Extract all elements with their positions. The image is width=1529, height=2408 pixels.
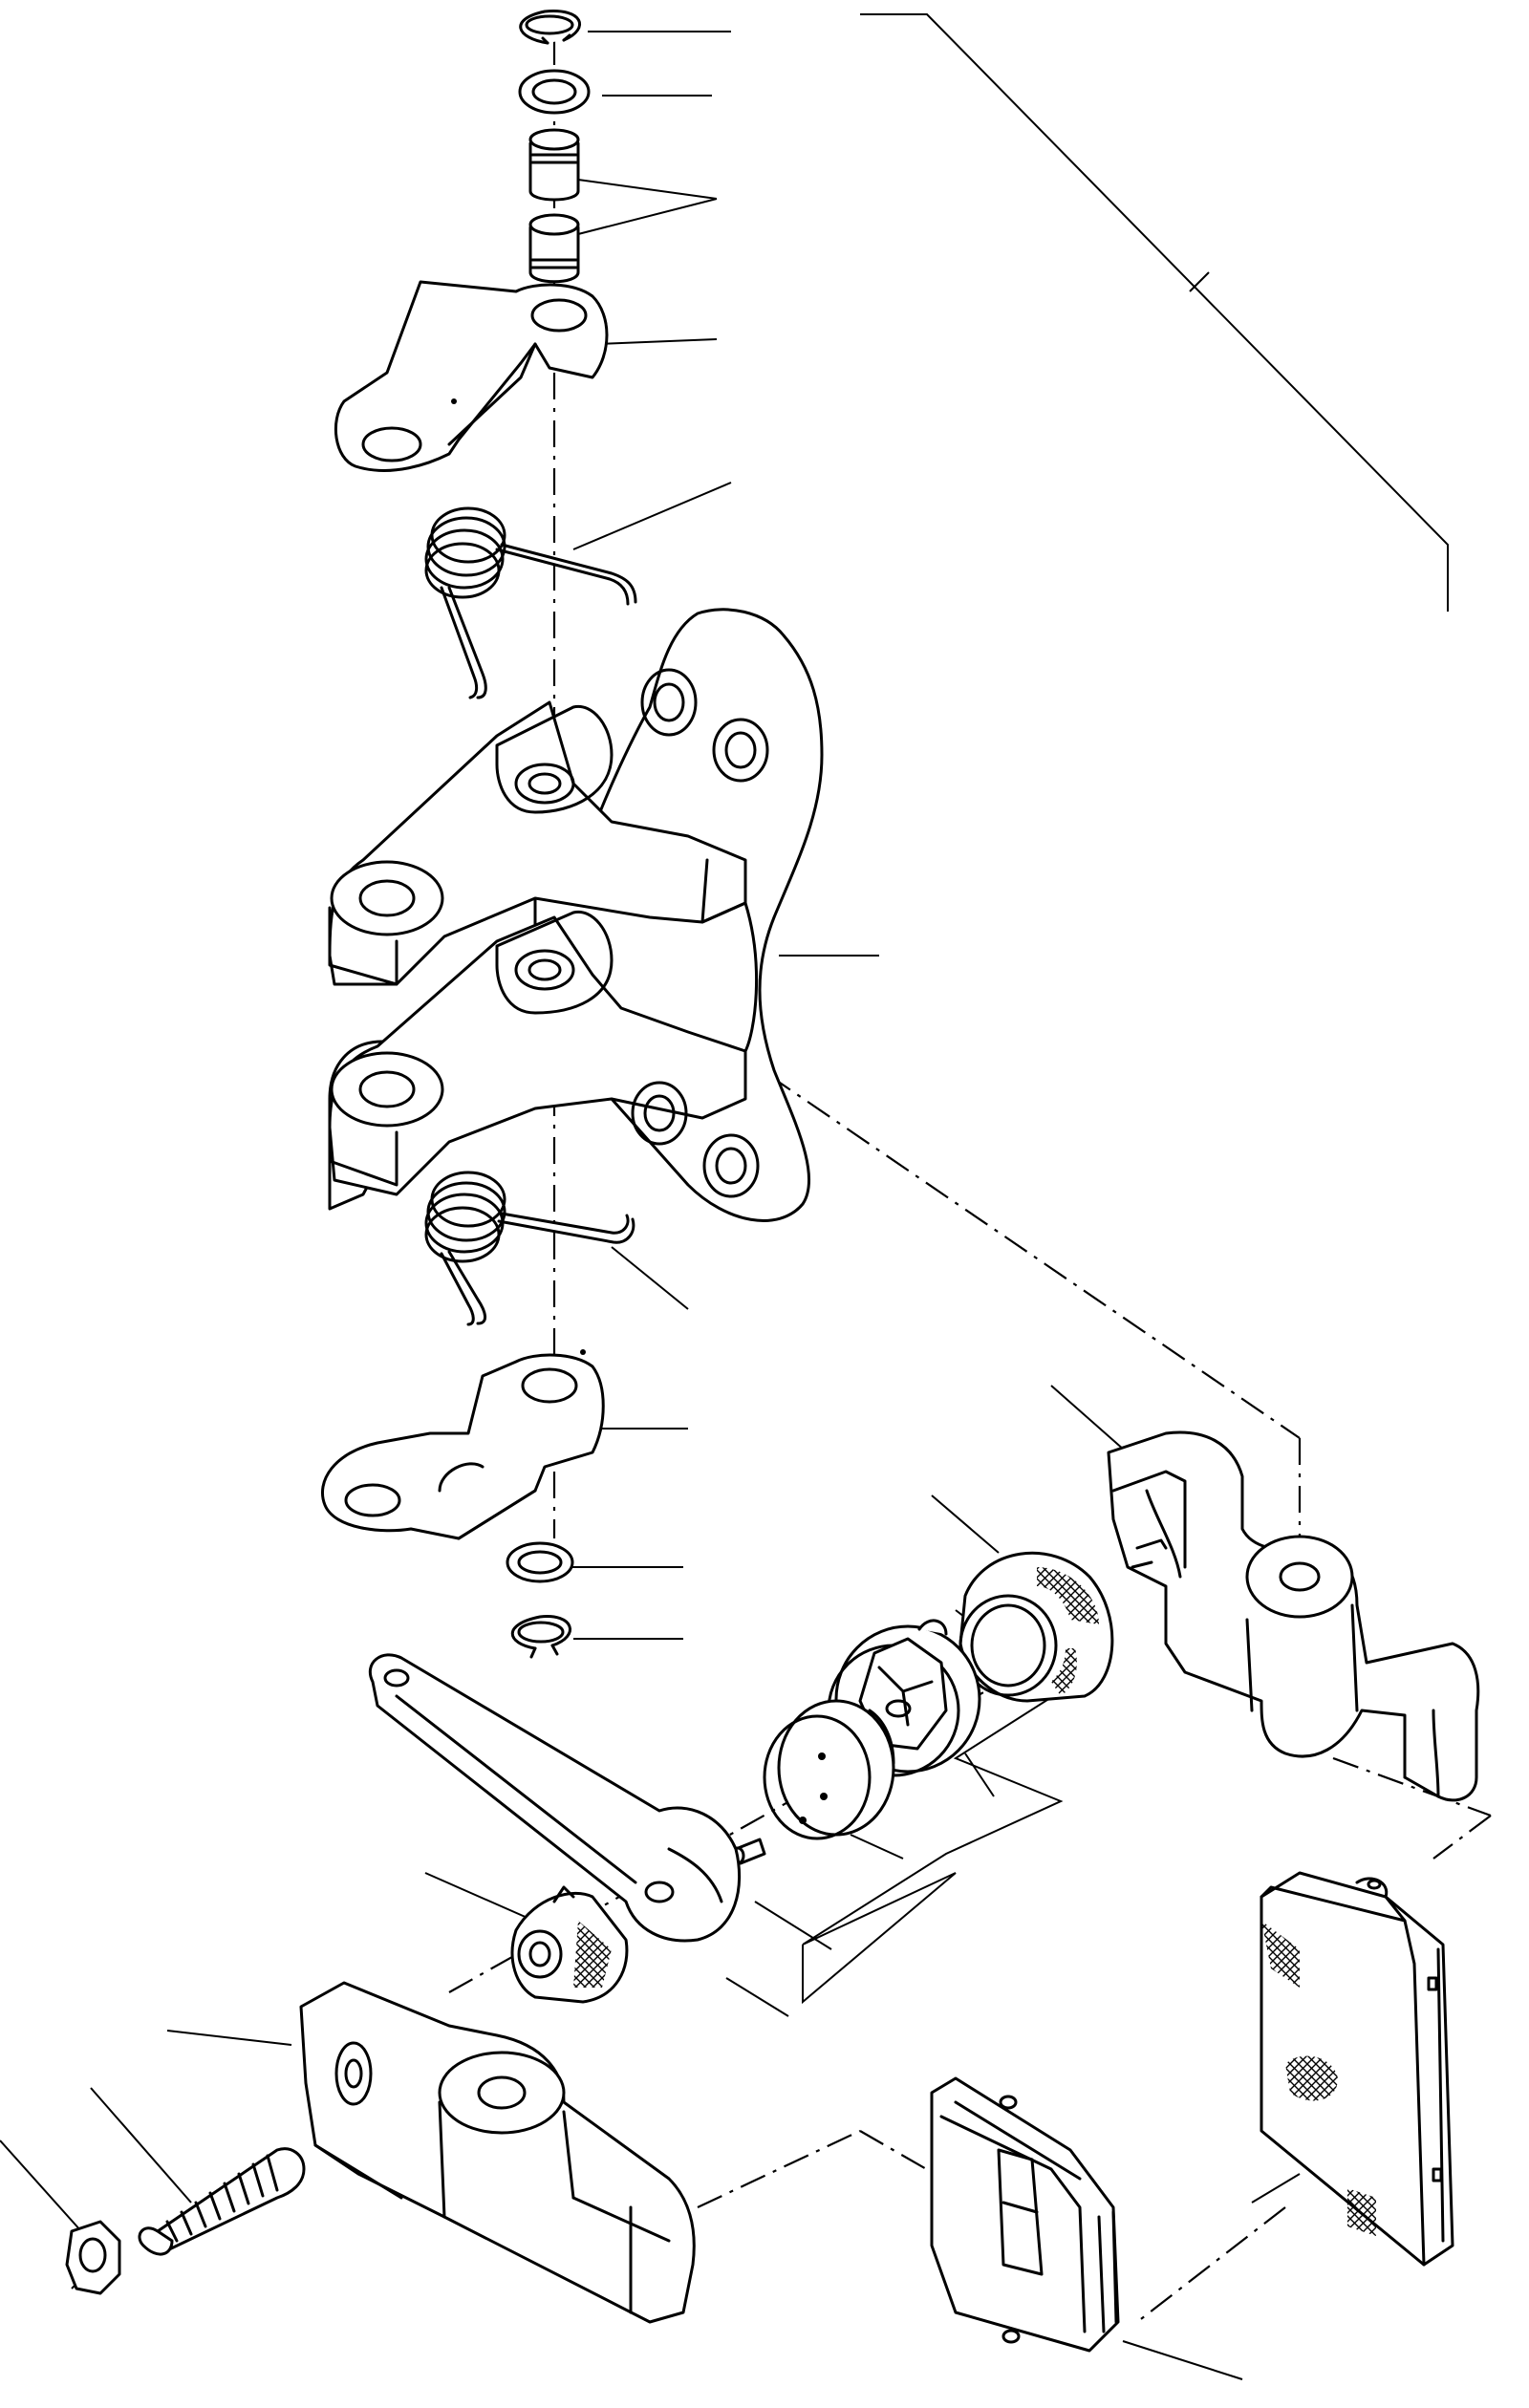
upper-torsion-spring xyxy=(424,506,637,699)
circlip-top xyxy=(519,10,582,45)
piston-plate xyxy=(763,1699,895,1840)
washer-bottom xyxy=(506,1541,574,1583)
circlip-bottom xyxy=(510,1615,571,1659)
lower-mount-plate xyxy=(320,1349,605,1540)
lock-nut xyxy=(65,2220,121,2295)
lower-torsion-spring xyxy=(424,1171,635,1326)
caliper-bracket xyxy=(328,608,824,1222)
front-caliper-arm xyxy=(299,1981,696,2324)
conical-nut xyxy=(510,1885,629,2004)
brake-pad-front xyxy=(930,2076,1120,2353)
pin-bushings xyxy=(528,128,580,284)
rear-caliper-arm xyxy=(1107,1430,1480,1802)
upper-mount-plate xyxy=(334,280,609,472)
washer-top xyxy=(518,69,591,115)
adjuster-lever xyxy=(368,1653,742,1943)
piston-seal-ring xyxy=(958,1551,1114,1703)
adjusting-screw xyxy=(138,2147,306,2256)
brake-pad-rear xyxy=(1260,1871,1454,2267)
